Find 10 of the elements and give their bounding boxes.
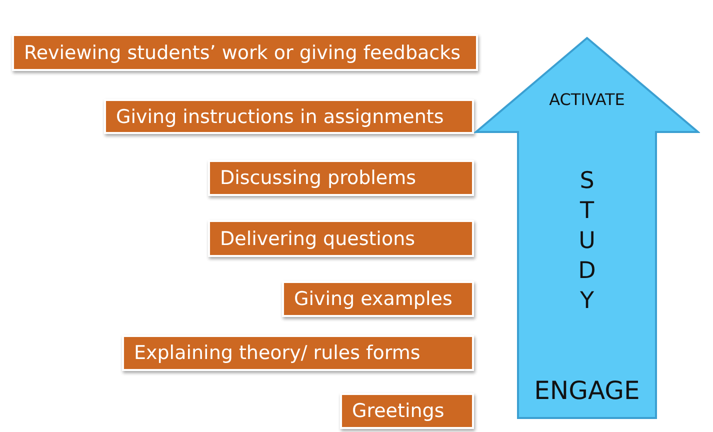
- activity-box: Discussing problems: [208, 160, 474, 196]
- activity-box: Reviewing students’ work or giving feedbacks: [12, 34, 478, 71]
- arrow-label: ENGAGE: [534, 376, 640, 405]
- activity-box: Greetings: [340, 393, 474, 429]
- activity-box: Giving instructions in assignments: [104, 99, 474, 134]
- activity-box: Giving examples: [282, 281, 474, 317]
- vertical-label: STUDY: [574, 168, 600, 318]
- activity-box: Explaining theory/ rules forms: [122, 335, 474, 371]
- arrow-label: ACTIVATE: [549, 90, 625, 109]
- activity-box: Delivering questions: [208, 220, 474, 257]
